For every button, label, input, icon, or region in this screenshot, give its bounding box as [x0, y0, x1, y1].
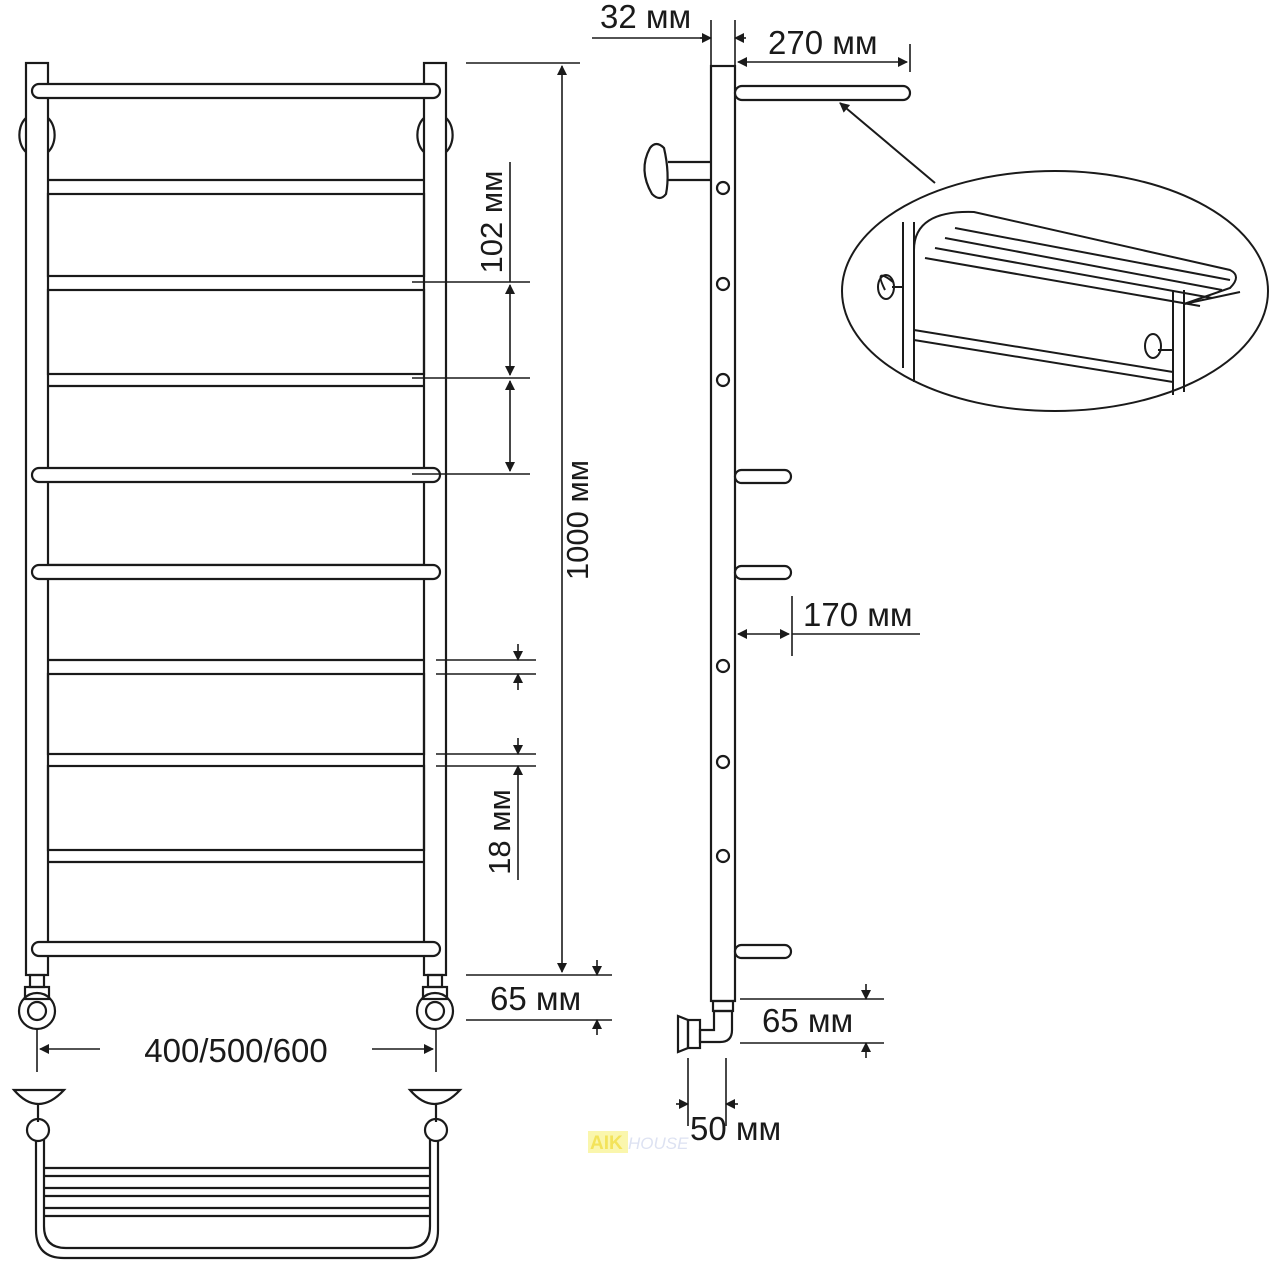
front-right-upright [422, 61, 448, 977]
dim-label-height: 1000 мм [560, 460, 595, 580]
dim-label-front-offset: 65 мм [490, 980, 581, 1017]
front-left-bracket [18, 117, 27, 153]
front-right-valve [415, 973, 455, 1031]
front-panel [46, 672, 426, 756]
dimension-labels: 1000 мм 102 мм 18 мм 65 мм 400/500/600 3… [144, 0, 912, 1147]
front-right-bracket [416, 117, 425, 153]
side-rail [733, 468, 793, 485]
dim-label-shelf: 270 мм [768, 24, 878, 61]
detail-ellipse [841, 170, 1269, 412]
dim-label-tube: 18 мм [482, 789, 517, 875]
side-tube-circles [715, 180, 731, 864]
front-top-rail [30, 82, 442, 100]
dim-label-pipe: 50 мм [690, 1110, 781, 1147]
front-panel [46, 764, 426, 852]
svg-text:AIK: AIK [590, 1133, 623, 1154]
detail-leader [839, 102, 936, 184]
dim-label-rail: 170 мм [803, 596, 913, 633]
front-bottom-rail [30, 940, 442, 958]
top-view-right-knob [423, 1117, 449, 1143]
front-left-valve [17, 973, 57, 1031]
front-panel [46, 192, 426, 278]
side-top-shelf [733, 84, 912, 102]
shelf-detail [839, 102, 1269, 412]
svg-text:HOUSE: HOUSE [628, 1134, 689, 1153]
front-rail [30, 466, 442, 484]
front-view [17, 61, 455, 1031]
dim-label-wall: 32 мм [600, 0, 691, 35]
dimension-lines [36, 20, 920, 1126]
side-rail [733, 943, 793, 960]
dim-label-spacing: 102 мм [474, 171, 509, 274]
front-left-upright [24, 61, 50, 977]
side-view [643, 64, 912, 1054]
side-upright [709, 64, 737, 1003]
side-valve [676, 999, 735, 1054]
side-rail [733, 564, 793, 581]
dim-label-side-offset: 65 мм [762, 1002, 853, 1039]
top-view-left-knob [25, 1117, 51, 1143]
watermark: AIK HOUSE [588, 1131, 689, 1154]
side-wall-bracket [643, 142, 669, 200]
dim-label-width: 400/500/600 [144, 1032, 328, 1069]
top-view [11, 1088, 463, 1260]
front-panel [46, 288, 426, 376]
front-rail [30, 563, 442, 581]
